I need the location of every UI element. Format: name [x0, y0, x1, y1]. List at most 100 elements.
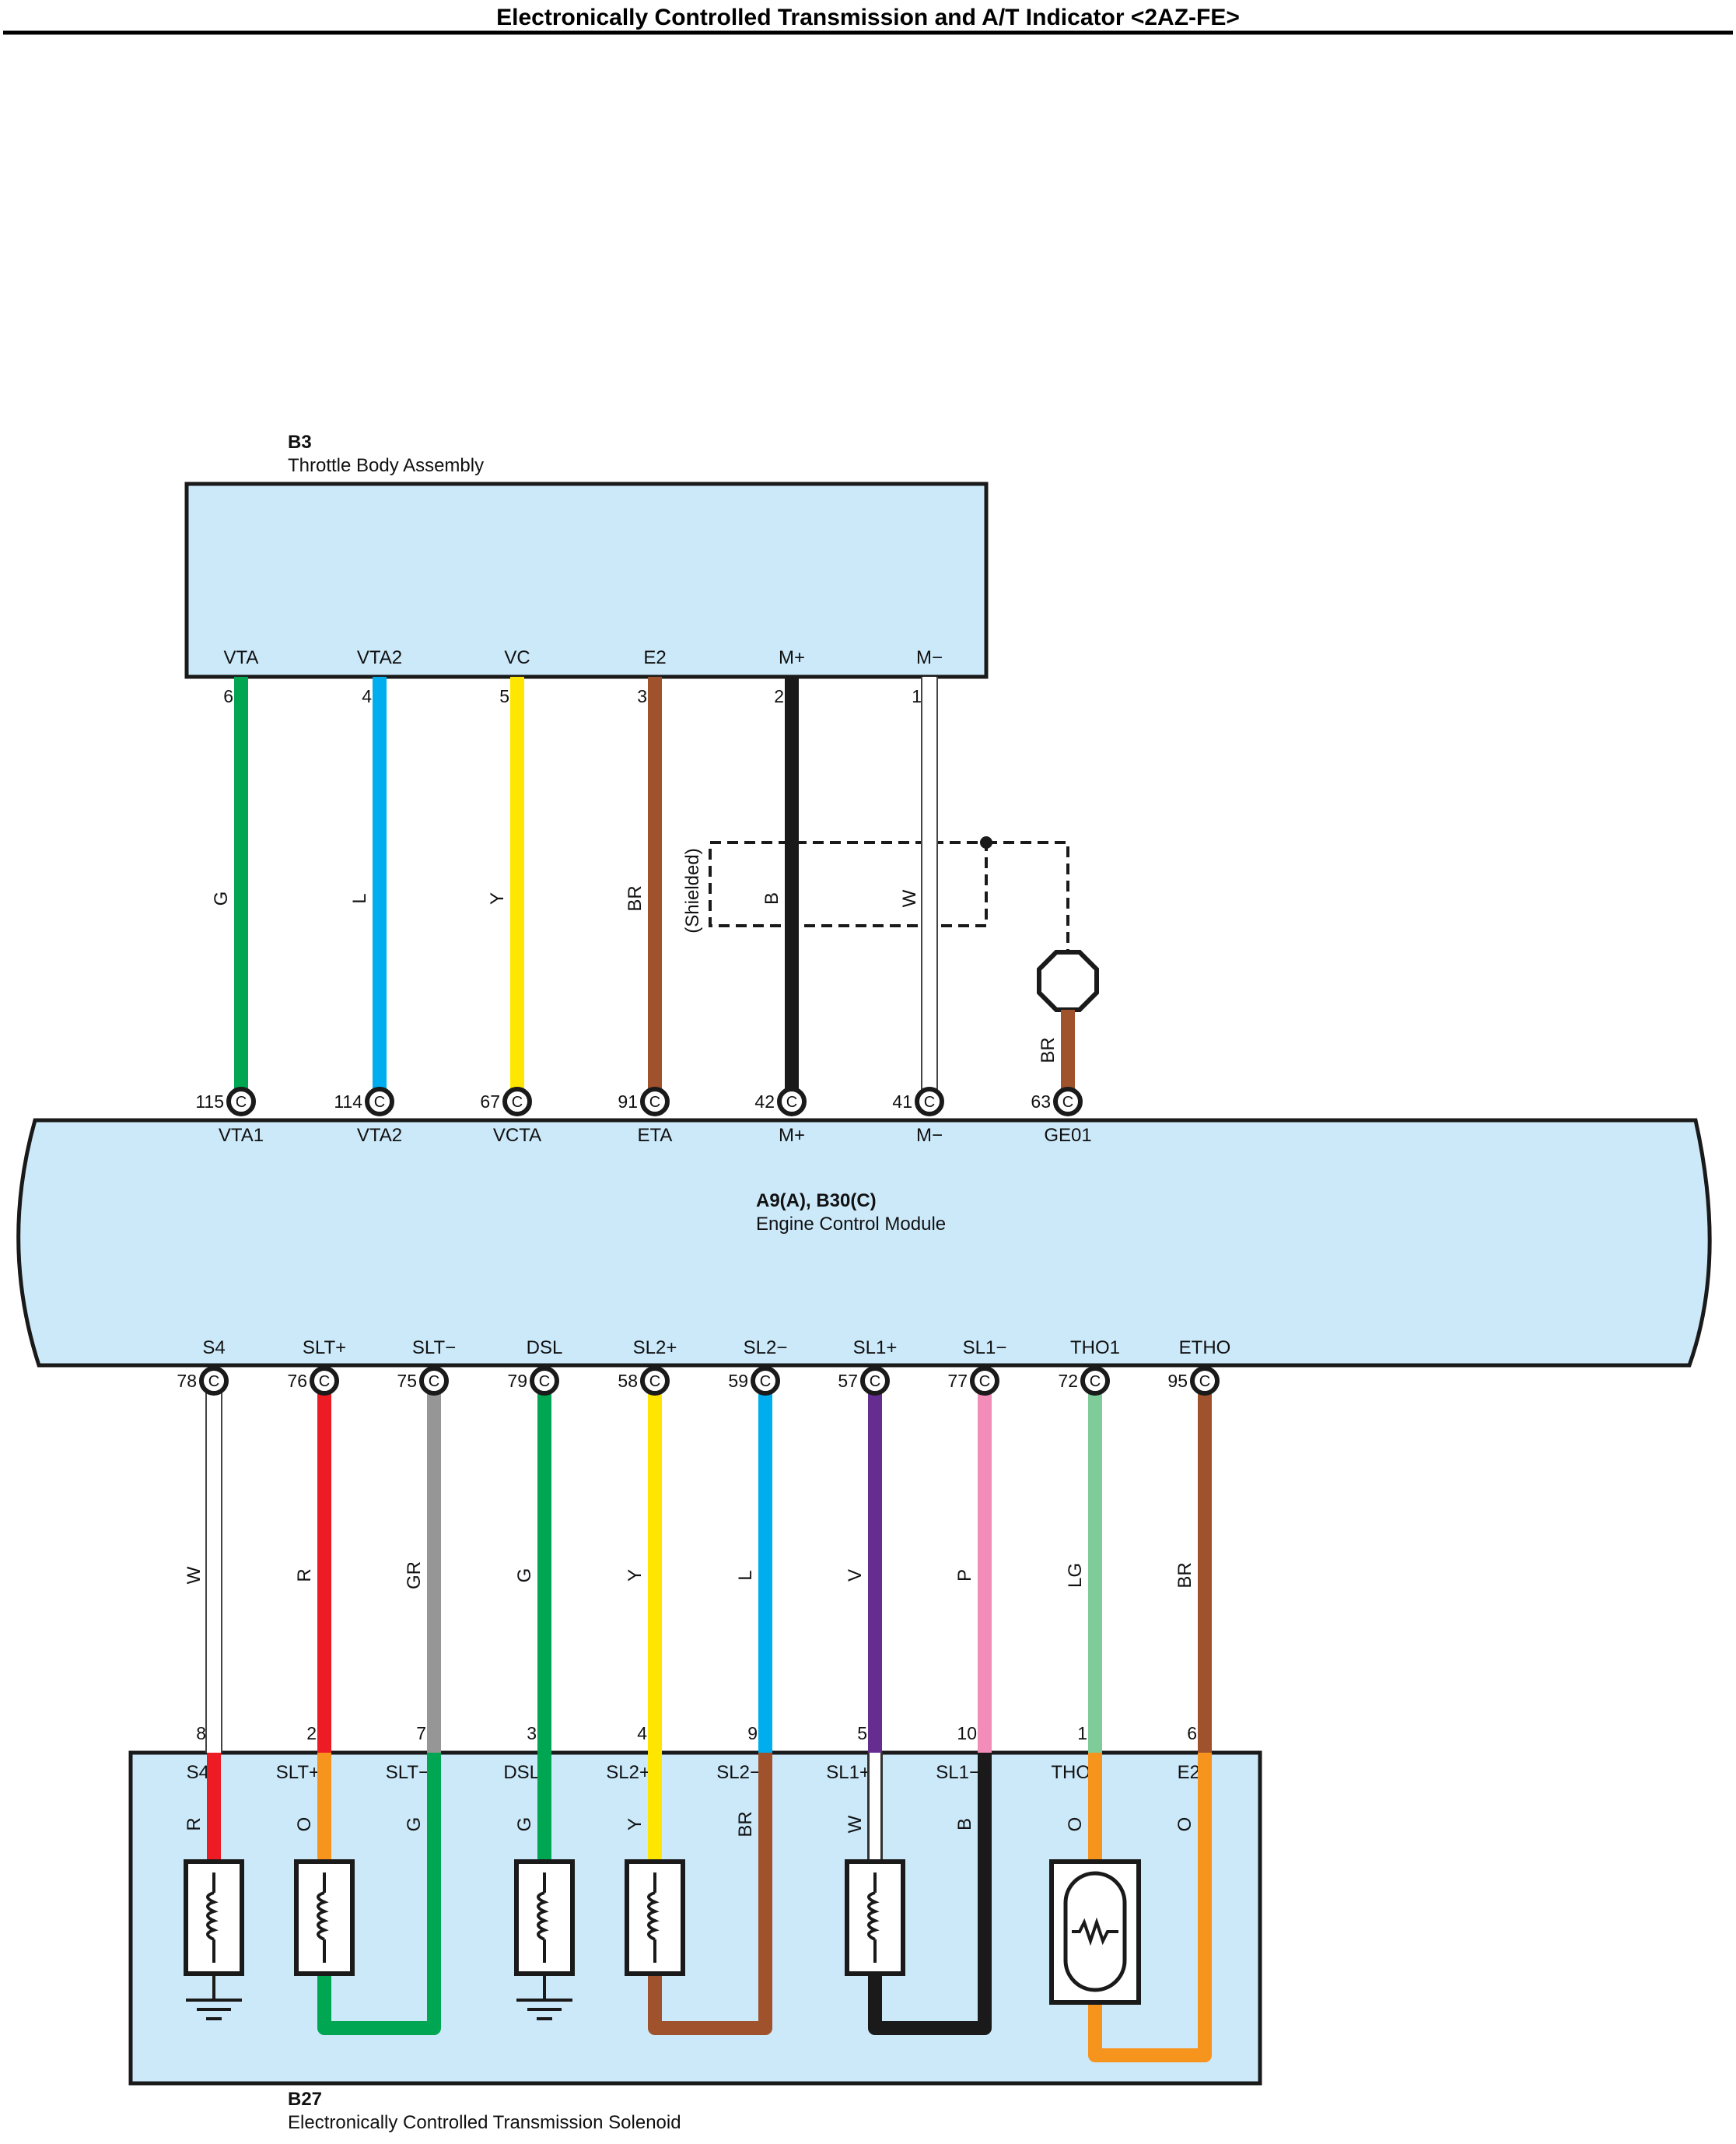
throttle-pin-num-5: 1: [912, 686, 922, 706]
solenoid-wire-color-7: B: [954, 1818, 975, 1830]
ecm-bottom-conn-1-letter: C: [319, 1373, 330, 1390]
solenoid-loop-slt: [317, 1753, 441, 2035]
throttle-pin-num-1: 4: [362, 686, 372, 706]
solenoid-pin-name-5: SL2−: [716, 1762, 761, 1783]
ecm-bottom-conn-0-ring: [199, 1366, 229, 1396]
solenoid-pin-num-1: 2: [306, 1723, 317, 1743]
ecm-bottom-pin-num-3: 79: [507, 1371, 527, 1391]
ecm-bottom-pin-name-5: SL2−: [744, 1337, 788, 1358]
ecm-top-conn-6-ring: [1053, 1087, 1083, 1116]
ecm-bottom-conn-8-ring: [1080, 1366, 1110, 1396]
throttle-pin-name-4: M+: [779, 647, 805, 668]
ecm-top-pin-name-4: M+: [779, 1125, 805, 1146]
ecm-bottom-conn-2-letter: C: [429, 1373, 439, 1390]
solenoid-pin-num-9: 6: [1187, 1723, 1197, 1743]
ecm-bottom-conn-2-ring: [419, 1366, 449, 1396]
ecm-bottom-pin-name-7: SL1−: [963, 1337, 1007, 1358]
ecm-bottom-pin-num-8: 72: [1058, 1371, 1078, 1391]
ecm-top-pin-num-6: 63: [1031, 1091, 1051, 1112]
shield-ground-octagon: [1037, 950, 1099, 1012]
solenoid-coil-slt-winding: [317, 1891, 329, 1941]
solenoid-pin-name-3: DSL: [503, 1762, 540, 1783]
solenoid-wire-color-5: BR: [735, 1811, 756, 1837]
throttle-pin-num-3: 3: [637, 686, 647, 706]
solenoid-pin-name-0: S4: [187, 1762, 209, 1783]
ecm-top-pin-num-3: 91: [618, 1091, 638, 1112]
throttle-pin-name-3: E2: [643, 647, 666, 668]
throttle-code: B3: [288, 432, 312, 453]
ecm-bottom-wire-color-3: G: [514, 1568, 535, 1583]
solenoid-pin-name-4: SL2+: [606, 1762, 650, 1783]
throttle-body-box: [184, 482, 989, 679]
ecm-bottom-conn-0-letter: C: [208, 1373, 219, 1390]
ecm-bottom-conn-4-letter: C: [649, 1373, 660, 1390]
solenoid-loop-tho: [1088, 1753, 1212, 2062]
solenoid-wire-color-2: G: [404, 1817, 425, 1832]
ecm-bottom-wire-color-7: P: [954, 1569, 975, 1582]
ecm-bottom-conn-7-letter: C: [979, 1373, 990, 1390]
ecm-top-conn-3-ring: [640, 1087, 670, 1116]
ecm-top-pin-num-2: 67: [480, 1091, 500, 1112]
ecm-bottom-conn-1-ring: [310, 1366, 339, 1396]
solenoid-pin-num-4: 4: [637, 1723, 647, 1743]
ecm-bottom-pin-num-2: 75: [397, 1371, 417, 1391]
ecm-bottom-pin-name-6: SL1+: [853, 1337, 898, 1358]
ecm-bottom-pin-num-5: 59: [728, 1371, 748, 1391]
thermistor-resistor: [1072, 1917, 1118, 1946]
ecm-bottom-conn-8-letter: C: [1090, 1373, 1101, 1390]
ecm-bottom-wire-color-0: W: [184, 1566, 205, 1584]
ecm-bottom-pin-num-7: 77: [947, 1371, 968, 1391]
throttle-wire-color-5: W: [899, 889, 920, 907]
throttle-pin-name-5: M−: [916, 647, 943, 668]
ecm-top-conn-3-letter: C: [649, 1094, 660, 1111]
ecm-top-conn-2-ring: [502, 1087, 532, 1116]
ecm-code: A9(A), B30(C): [756, 1190, 877, 1211]
shield-splice-dot: [980, 836, 992, 849]
solenoid-pin-num-3: 3: [527, 1723, 537, 1743]
throttle-wire-color-4: B: [761, 892, 782, 905]
ecm-top-pin-num-5: 41: [892, 1091, 912, 1112]
solenoid-code: B27: [288, 2089, 322, 2110]
page-title: Electronically Controlled Transmission a…: [496, 5, 1240, 30]
solenoid-loop-sl1: [868, 1753, 992, 2035]
throttle-wire-color-1: L: [349, 893, 370, 903]
solenoid-wire-color-3: G: [514, 1817, 535, 1832]
ecm-bottom-pin-num-4: 58: [618, 1371, 638, 1391]
ecm-top-conn-2-letter: C: [512, 1094, 523, 1111]
throttle-pin-num-4: 2: [774, 686, 784, 706]
ecm-bottom-wire-color-8: LG: [1065, 1563, 1086, 1588]
ecm-bottom-conn-9-letter: C: [1199, 1373, 1210, 1390]
ecm-top-conn-4-ring: [777, 1087, 807, 1116]
solenoid-pin-num-7: 10: [957, 1723, 977, 1743]
throttle-name: Throttle Body Assembly: [288, 455, 484, 476]
solenoid-pin-num-6: 5: [857, 1723, 867, 1743]
shielded-label: (Shielded): [682, 848, 703, 933]
solenoid-wire-color-0: R: [184, 1817, 205, 1830]
solenoid-wire-color-8: O: [1065, 1817, 1086, 1832]
ecm-bottom-pin-name-0: S4: [202, 1337, 225, 1358]
solenoid-pin-name-2: SLT−: [386, 1762, 429, 1783]
ecm-bottom-wire-color-4: Y: [625, 1569, 646, 1582]
solenoid-loop-sl2: [648, 1753, 772, 2035]
ecm-top-pin-num-4: 42: [754, 1091, 775, 1112]
throttle-pin-num-2: 5: [499, 686, 509, 706]
ecm-bottom-wire-color-6: V: [845, 1569, 866, 1582]
ecm-top-conn-5-letter: C: [924, 1094, 935, 1111]
ecm-bottom-pin-name-3: DSL: [527, 1337, 563, 1358]
ecm-top-conn-0-ring: [226, 1087, 256, 1116]
ecm-top-conn-0-letter: C: [236, 1094, 247, 1111]
solenoid-wire-color-1: O: [294, 1817, 315, 1832]
solenoid-wire-color-9: O: [1174, 1817, 1195, 1832]
ecm-bottom-pin-num-6: 57: [838, 1371, 858, 1391]
solenoid-pin-num-5: 9: [747, 1723, 758, 1743]
throttle-pin-name-1: VTA2: [357, 647, 402, 668]
solenoid-coil-sl1-winding: [867, 1891, 880, 1941]
shield-drain-wire: [986, 841, 1069, 951]
ecm-bottom-conn-6-letter: C: [870, 1373, 880, 1390]
ecm-bottom-wire-color-1: R: [294, 1568, 315, 1582]
throttle-pin-num-0: 6: [223, 686, 233, 706]
ecm-top-pin-name-1: VTA2: [357, 1125, 402, 1146]
ecm-bottom-pin-name-2: SLT−: [412, 1337, 456, 1358]
solenoid-wire-color-4: Y: [625, 1818, 646, 1830]
ecm-top-pin-name-3: ETA: [638, 1125, 673, 1146]
